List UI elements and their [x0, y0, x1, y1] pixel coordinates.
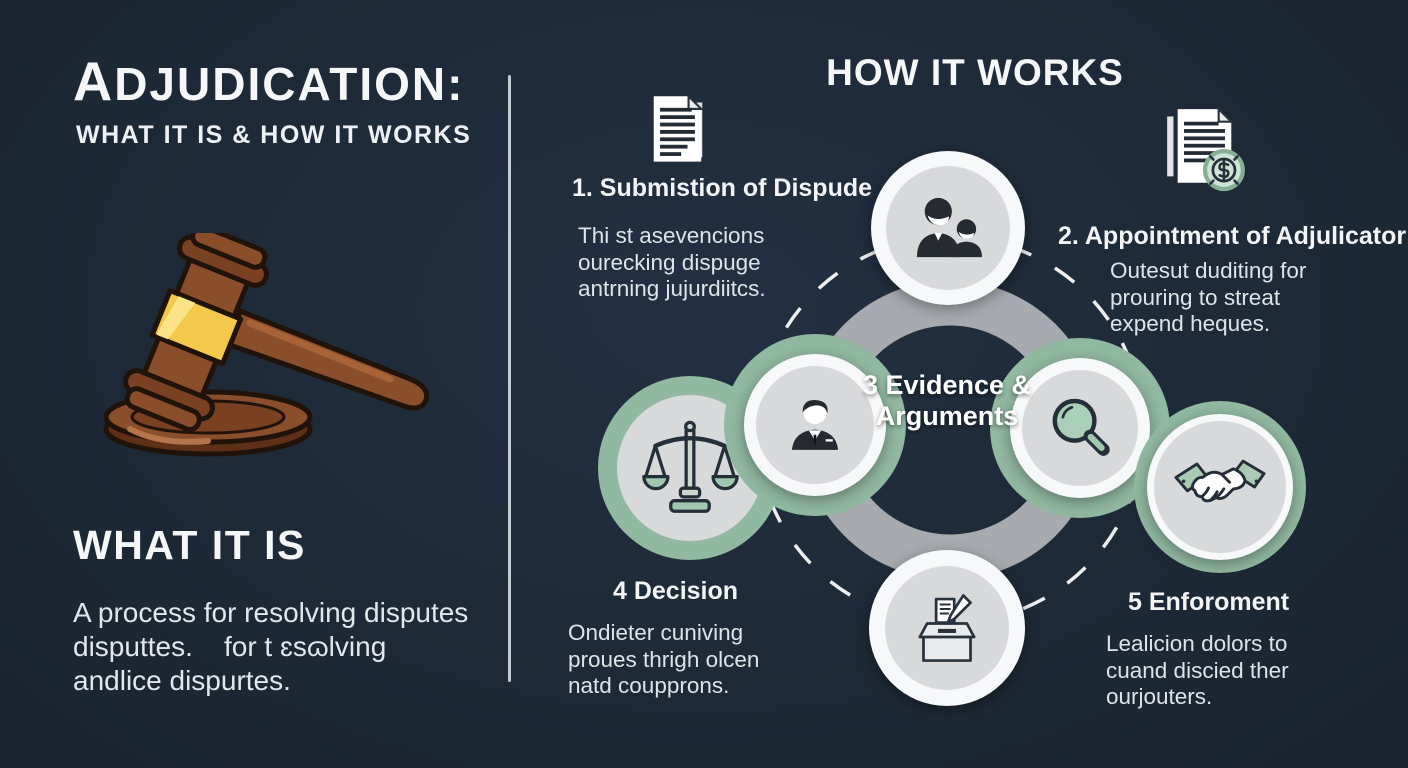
step-4-line-3: natd coupprons.	[568, 673, 730, 699]
step-4-line-2: proues thrigh olcen	[568, 646, 760, 672]
step-5-description: Lealicion dolors to cuand discied ther o…	[1106, 631, 1289, 711]
node-decision	[869, 550, 1025, 706]
node-adjudicator	[724, 334, 906, 516]
node-adjudicator-inner	[756, 366, 874, 484]
step-1-description: Thi st asevencions ourecking dispuge ant…	[578, 223, 766, 303]
step-5-line-1: Lealicion dolors to	[1106, 631, 1288, 656]
step-4-title: 4 Decision	[613, 577, 739, 605]
what-it-is-heading: WHAT IT IS	[73, 522, 306, 568]
node-review-inner	[1022, 370, 1138, 486]
node-enforcement-inner	[1154, 421, 1286, 553]
step-5-title: 5 Enforoment	[1128, 588, 1290, 616]
step-3-label: 3 Evidence & Arguments	[815, 370, 1079, 432]
people-icon	[916, 197, 982, 258]
node-decision-inner	[885, 566, 1009, 690]
step-2-title: 2. Appointment of Adjulicator	[1058, 222, 1407, 250]
document-icon	[653, 93, 704, 162]
step-5-line-3: ourjouters.	[1106, 684, 1213, 710]
step-2-line-2: prouring to streat	[1110, 284, 1281, 310]
step-3-line-2: Arguments	[875, 401, 1019, 432]
step-1-line-2: ourecking dispuge	[578, 249, 761, 275]
vertical-divider	[508, 75, 511, 682]
what-line-3: andlice dispurtes.	[73, 665, 291, 697]
businessman-icon	[791, 400, 839, 450]
step-2-line-1: Outesut duditing for	[1110, 258, 1307, 283]
page-subtitle: WHAT IT IS & HOW IT WORKS	[76, 121, 472, 149]
step-2-description: Outesut duditing for prouring to streat …	[1110, 258, 1306, 338]
handshake-icon	[1174, 459, 1266, 503]
document-dollar-icon	[1167, 106, 1245, 192]
node-parties-inner	[886, 166, 1010, 290]
magnifier-icon	[1052, 398, 1110, 456]
what-it-is-description: A process for resolving disputes disputt…	[73, 596, 468, 698]
node-review	[990, 338, 1170, 518]
step-3-line-1: 3 Evidence &	[862, 370, 1032, 400]
node-enforcement	[1134, 401, 1306, 573]
node-enforcement-ring	[1147, 414, 1293, 560]
step-1-line-1: Thi st asevencions	[578, 223, 765, 248]
how-it-works-heading: HOW IT WORKS	[826, 52, 1124, 93]
step-4-line-1: Ondieter cuniving	[568, 620, 744, 645]
step-5-line-2: cuand discied ther	[1106, 657, 1289, 683]
step-1-title: 1. Submistion of Dispude	[572, 174, 873, 202]
gavel-icon	[103, 233, 430, 457]
what-line-1: A process for resolving disputes	[73, 597, 469, 628]
scales-icon	[642, 420, 739, 513]
what-line-2: disputtes. for t ɛsɷlving	[73, 631, 387, 663]
ballot-box-icon	[918, 594, 976, 662]
step-1-line-3: antrning jujurdiitcs.	[578, 276, 766, 302]
step-4-description: Ondieter cuniving proues thrigh olcen na…	[568, 620, 759, 700]
node-adjudicator-ring	[744, 354, 886, 496]
title-text: ADJUDICATION:	[73, 51, 465, 112]
node-parties	[871, 151, 1025, 305]
page-title: ADJUDICATION:	[73, 50, 464, 113]
node-review-ring	[1010, 358, 1150, 498]
step-2-line-3: expend heques.	[1110, 311, 1271, 337]
